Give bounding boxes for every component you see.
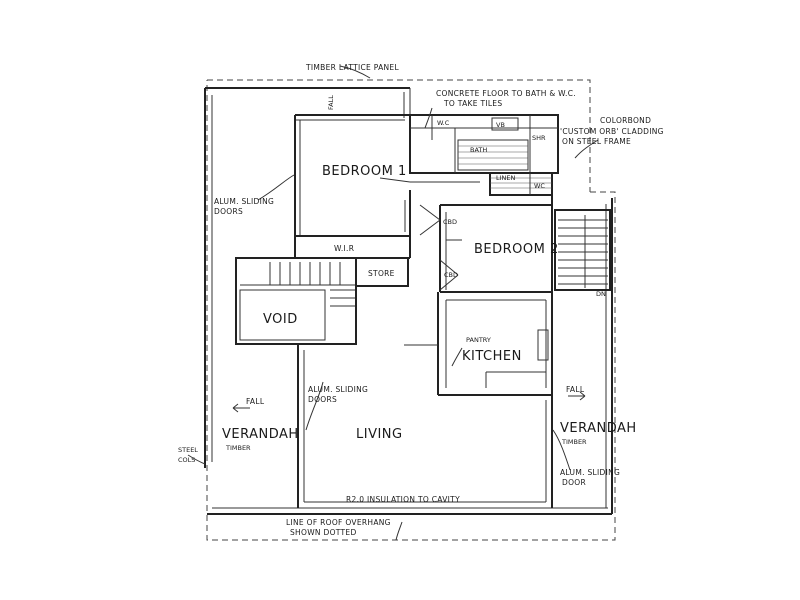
insulation-note: R2.0 INSULATION TO CAVITY: [346, 495, 460, 504]
linen-label: LINEN: [496, 174, 516, 182]
steel-cols-note-2: COLS: [178, 456, 195, 464]
alum-sliding-note-2b: DOORS: [308, 395, 337, 404]
pantry-label: PANTRY: [466, 336, 491, 344]
wc-1-label: W.C: [437, 119, 450, 127]
alum-sliding-note-3b: DOOR: [562, 478, 586, 487]
stair-dn-label: DN: [596, 290, 606, 298]
void-label: VOID: [263, 312, 298, 327]
alum-sliding-note-1a: ALUM. SLIDING: [214, 197, 274, 206]
concrete-floor-note-1: CONCRETE FLOOR TO BATH & W.C.: [436, 89, 576, 98]
fall-right-note: FALL: [566, 385, 585, 394]
cbd-2-label: CBD: [444, 271, 458, 279]
timber-lattice-note: TIMBER LATTICE PANEL: [305, 63, 399, 72]
vb-label: VB: [496, 121, 505, 129]
bedroom-1-label: BEDROOM 1: [322, 164, 407, 179]
fall-top-note: FALL: [327, 95, 335, 110]
store-walls: [355, 257, 409, 287]
outer-boundary: [204, 87, 613, 515]
colorbond-note-1: COLORBOND: [600, 116, 651, 125]
store-label: STORE: [368, 269, 395, 278]
timber-left-note: TIMBER: [225, 444, 251, 452]
verandah-right-label: VERANDAH: [560, 421, 637, 436]
colorbond-note-2: 'CUSTOM ORB' CLADDING: [560, 127, 664, 136]
overhang-note-1: LINE OF ROOF OVERHANG: [286, 518, 391, 527]
living-label: LIVING: [356, 427, 403, 442]
kitchen-label: KITCHEN: [462, 349, 522, 364]
verandah-left-label: VERANDAH: [222, 427, 299, 442]
bedroom-1-walls: [294, 114, 480, 259]
leader-lines: [187, 65, 599, 541]
fall-left-note: FALL: [246, 397, 265, 406]
alum-sliding-note-1b: DOORS: [214, 207, 243, 216]
cbd-1-label: CBD: [443, 218, 457, 226]
bedroom-2-label: BEDROOM 2: [474, 242, 559, 257]
wc-2-label: WC: [534, 182, 545, 190]
overhang-note-2: SHOWN DOTTED: [290, 528, 357, 537]
stair-right: [554, 209, 611, 291]
wir-label: W.I.R: [334, 244, 354, 253]
steel-cols-note-1: STEEL: [178, 446, 198, 454]
timber-right-note: TIMBER: [561, 438, 587, 446]
bath-label: BATH: [470, 146, 487, 154]
roof-overhang-line: [206, 79, 616, 541]
concrete-floor-note-2: TO TAKE TILES: [443, 99, 502, 108]
alum-sliding-note-2a: ALUM. SLIDING: [308, 385, 368, 394]
living-walls: [297, 344, 553, 508]
shr-label: SHR: [532, 134, 546, 142]
bedroom-2-walls: [419, 195, 553, 293]
colorbond-note-3: ON STEEL FRAME: [562, 137, 631, 146]
void-area: [235, 257, 357, 345]
kitchen-walls: [404, 292, 553, 396]
alum-sliding-note-3a: ALUM. SLIDING: [560, 468, 620, 477]
bath-wc-block: [409, 114, 559, 196]
